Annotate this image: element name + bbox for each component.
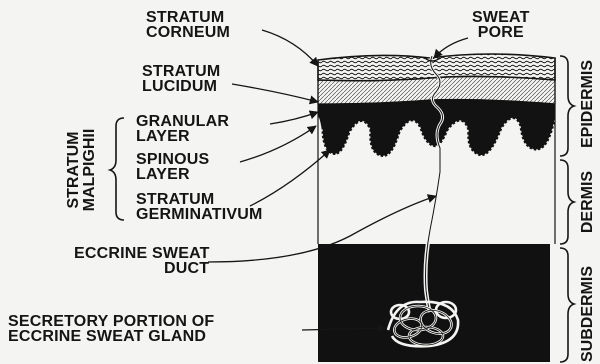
leader-spinous-layer: [240, 126, 316, 162]
leader-stratum-corneum: [262, 30, 318, 66]
secretory-portion-label-line2: ECCRINE SWEAT GLAND: [8, 329, 214, 344]
stratum-malpighii-label: STRATUM MALPIGHII: [66, 129, 98, 212]
eccrine-sweat-duct-label: ECCRINE SWEAT DUCT: [74, 246, 210, 276]
stratum-lucidum-label-line1: STRATUM: [142, 64, 220, 79]
stratum-lucidum-label: STRATUM LUCIDUM: [142, 64, 220, 94]
sweat-pore-label-line2: PORE: [472, 25, 530, 40]
stratum-lucidum-label-line2: LUCIDUM: [142, 79, 220, 94]
stratum-corneum-label-line2: CORNEUM: [146, 25, 230, 40]
stratum-corneum-label-line1: STRATUM: [146, 10, 230, 25]
spinous-layer-label: SPINOUS LAYER: [136, 152, 209, 182]
stratum-germinativum-label: STRATUM GERMINATIVUM: [136, 192, 263, 222]
granular-layer-label: GRANULAR LAYER: [136, 114, 229, 144]
secretory-portion-label: SECRETORY PORTION OF ECCRINE SWEAT GLAND: [8, 314, 214, 344]
malpighii-brace: [110, 118, 124, 220]
stratum-corneum-label: STRATUM CORNEUM: [146, 10, 230, 40]
dermis-label: DERMIS: [580, 171, 596, 233]
granular-layer-label-line1: GRANULAR: [136, 114, 229, 129]
leader-granular-layer: [270, 112, 318, 124]
spinous-layer-label-line1: SPINOUS: [136, 152, 209, 167]
stratum-germinativum-label-line2: GERMINATIVUM: [136, 207, 263, 222]
secretory-portion-label-line1: SECRETORY PORTION OF: [8, 314, 214, 329]
stratum-malpighii-label-line2: MALPIGHII: [82, 129, 98, 212]
eccrine-sweat-duct-label-line1: ECCRINE SWEAT: [74, 246, 210, 261]
sweat-pore-label: SWEAT PORE: [472, 10, 530, 40]
eccrine-sweat-duct-label-line2: DUCT: [74, 261, 210, 276]
leader-stratum-lucidum: [232, 84, 318, 102]
subdermis-label: SUBDERMIS: [580, 266, 596, 362]
stratum-malpighii-label-line1: STRATUM: [66, 129, 82, 212]
epidermis-brace: [560, 56, 574, 156]
subdermis-brace: [560, 248, 574, 362]
spinous-layer-label-line2: LAYER: [136, 167, 209, 182]
epidermis-label: EPIDERMIS: [580, 60, 596, 148]
granular-layer-label-line2: LAYER: [136, 129, 229, 144]
sweat-pore-label-line1: SWEAT: [472, 10, 530, 25]
stratum-germinativum-label-line1: STRATUM: [136, 192, 263, 207]
dermis-brace: [560, 160, 574, 244]
